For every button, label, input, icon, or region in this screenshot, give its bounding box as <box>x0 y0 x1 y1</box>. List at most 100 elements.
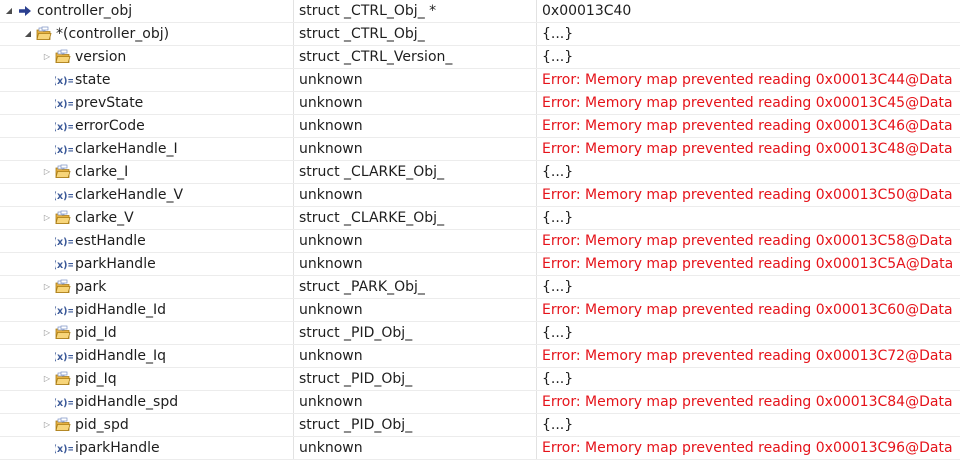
expression-name-cell[interactable]: ▷ clarke_I <box>0 161 294 183</box>
error-value-cell[interactable]: Error: Memory map prevented reading 0x00… <box>542 440 953 456</box>
error-value-cell[interactable]: Error: Memory map prevented reading 0x00… <box>542 394 953 410</box>
error-value-cell[interactable]: Error: Memory map prevented reading 0x00… <box>542 302 953 318</box>
expression-name-cell[interactable]: ▷version <box>0 46 294 68</box>
expression-name-cell[interactable]: (x)=pidHandle_spd <box>0 391 294 413</box>
struct-folder-icon <box>55 417 71 433</box>
expression-name-cell[interactable]: (x)=clarkeHandle_V <box>0 184 294 206</box>
error-value-cell[interactable]: Error: Memory map prevented reading 0x00… <box>542 141 953 157</box>
expand-arrow-icon[interactable]: ▷ <box>43 282 51 291</box>
struct-folder-icon <box>55 164 71 180</box>
expression-name-cell[interactable]: ▷pid_Id <box>0 322 294 344</box>
collapse-arrow-icon[interactable]: ◢ <box>24 29 32 38</box>
expression-name: clarke_I <box>75 164 129 180</box>
expression-value-cell[interactable]: 0x00013C40 <box>542 3 632 19</box>
expression-type-cell: struct _PID_Obj_ <box>294 322 537 344</box>
tree-row[interactable]: ◢*(controller_obj)struct _CTRL_Obj_{...} <box>0 23 960 46</box>
expression-type-cell: struct _PID_Obj_ <box>294 414 537 436</box>
variable-icon: (x)= <box>53 187 76 203</box>
error-value-cell[interactable]: Error: Memory map prevented reading 0x00… <box>542 72 953 88</box>
error-value-cell[interactable]: Error: Memory map prevented reading 0x00… <box>542 187 953 203</box>
struct-folder-icon <box>55 49 71 65</box>
expression-name: pidHandle_Id <box>75 302 167 318</box>
expression-name-cell[interactable]: ▷park <box>0 276 294 298</box>
expression-type-cell: unknown <box>294 230 537 252</box>
expression-name: prevState <box>75 95 144 111</box>
expression-name-cell[interactable]: ◢controller_obj <box>0 0 294 22</box>
expression-value-cell[interactable]: {...} <box>542 164 574 180</box>
expression-value-cell[interactable]: {...} <box>542 371 574 387</box>
expression-type-cell: unknown <box>294 92 537 114</box>
expression-value-cell[interactable]: {...} <box>542 210 574 226</box>
svg-text:(x)=: (x)= <box>55 444 73 455</box>
expression-name-cell[interactable]: ▷ pid_spd <box>0 414 294 436</box>
expand-arrow-icon[interactable]: ▷ <box>43 167 51 176</box>
expression-name-cell[interactable]: (x)=clarkeHandle_I <box>0 138 294 160</box>
svg-text:(x)=: (x)= <box>55 145 73 156</box>
variable-icon: (x)= <box>53 440 76 456</box>
expression-name-cell[interactable]: (x)=parkHandle <box>0 253 294 275</box>
variable-icon: (x)= <box>53 141 76 157</box>
expression-type-cell: struct _CTRL_Version_ <box>294 46 537 68</box>
expression-name-cell[interactable]: (x)=pidHandle_Iq <box>0 345 294 367</box>
struct-folder-icon <box>55 325 71 341</box>
error-value-cell[interactable]: Error: Memory map prevented reading 0x00… <box>542 118 953 134</box>
expression-value-cell[interactable]: {...} <box>542 49 574 65</box>
expression-name-cell[interactable]: ▷clarke_V <box>0 207 294 229</box>
expression-value-cell[interactable]: {...} <box>542 279 574 295</box>
collapse-arrow-icon[interactable]: ◢ <box>5 6 13 15</box>
expand-arrow-icon[interactable]: ▷ <box>43 374 51 383</box>
error-value-cell[interactable]: Error: Memory map prevented reading 0x00… <box>542 233 953 249</box>
expression-type-cell: unknown <box>294 184 537 206</box>
expression-name-cell[interactable]: (x)=pidHandle_Id <box>0 299 294 321</box>
expression-name-cell[interactable]: (x)=estHandle <box>0 230 294 252</box>
expression-name: parkHandle <box>75 256 156 272</box>
expression-name: pid_spd <box>75 417 129 433</box>
expression-value-cell[interactable]: {...} <box>542 26 574 42</box>
svg-text:(x)=: (x)= <box>55 122 73 133</box>
expression-type-cell: unknown <box>294 138 537 160</box>
expression-name-cell[interactable]: (x)=prevState <box>0 92 294 114</box>
tree-row[interactable]: ▷ pid_spd struct _PID_Obj_ {...} <box>0 414 960 437</box>
expand-arrow-icon[interactable]: ▷ <box>43 52 51 61</box>
expression-type-cell: unknown <box>294 115 537 137</box>
svg-text:(x)=: (x)= <box>55 260 73 271</box>
expression-name-cell[interactable]: (x)=state <box>0 69 294 91</box>
expression-value-cell[interactable]: {...} <box>542 325 574 341</box>
expression-name: state <box>75 72 111 88</box>
expression-type-cell: struct _PID_Obj_ <box>294 368 537 390</box>
expand-arrow-icon[interactable]: ▷ <box>43 213 51 222</box>
expression-name-cell[interactable]: ◢*(controller_obj) <box>0 23 294 45</box>
expression-value-cell[interactable]: {...} <box>542 417 574 433</box>
error-value-cell[interactable]: Error: Memory map prevented reading 0x00… <box>542 256 954 272</box>
svg-text:(x)=: (x)= <box>55 191 73 202</box>
error-value-cell[interactable]: Error: Memory map prevented reading 0x00… <box>542 348 953 364</box>
expression-name: iparkHandle <box>75 440 160 456</box>
variable-icon: (x)= <box>53 118 76 134</box>
expression-name-cell[interactable]: (x)=iparkHandle <box>0 437 294 459</box>
expression-name-cell[interactable]: ▷pid_Iq <box>0 368 294 390</box>
expand-arrow-icon[interactable]: ▷ <box>43 420 51 429</box>
expand-arrow-icon[interactable]: ▷ <box>43 328 51 337</box>
variable-icon: (x)= <box>53 72 76 88</box>
error-value-cell[interactable]: Error: Memory map prevented reading 0x00… <box>542 95 953 111</box>
expression-name-cell[interactable]: (x)=errorCode <box>0 115 294 137</box>
expression-name: pidHandle_Iq <box>75 348 167 364</box>
